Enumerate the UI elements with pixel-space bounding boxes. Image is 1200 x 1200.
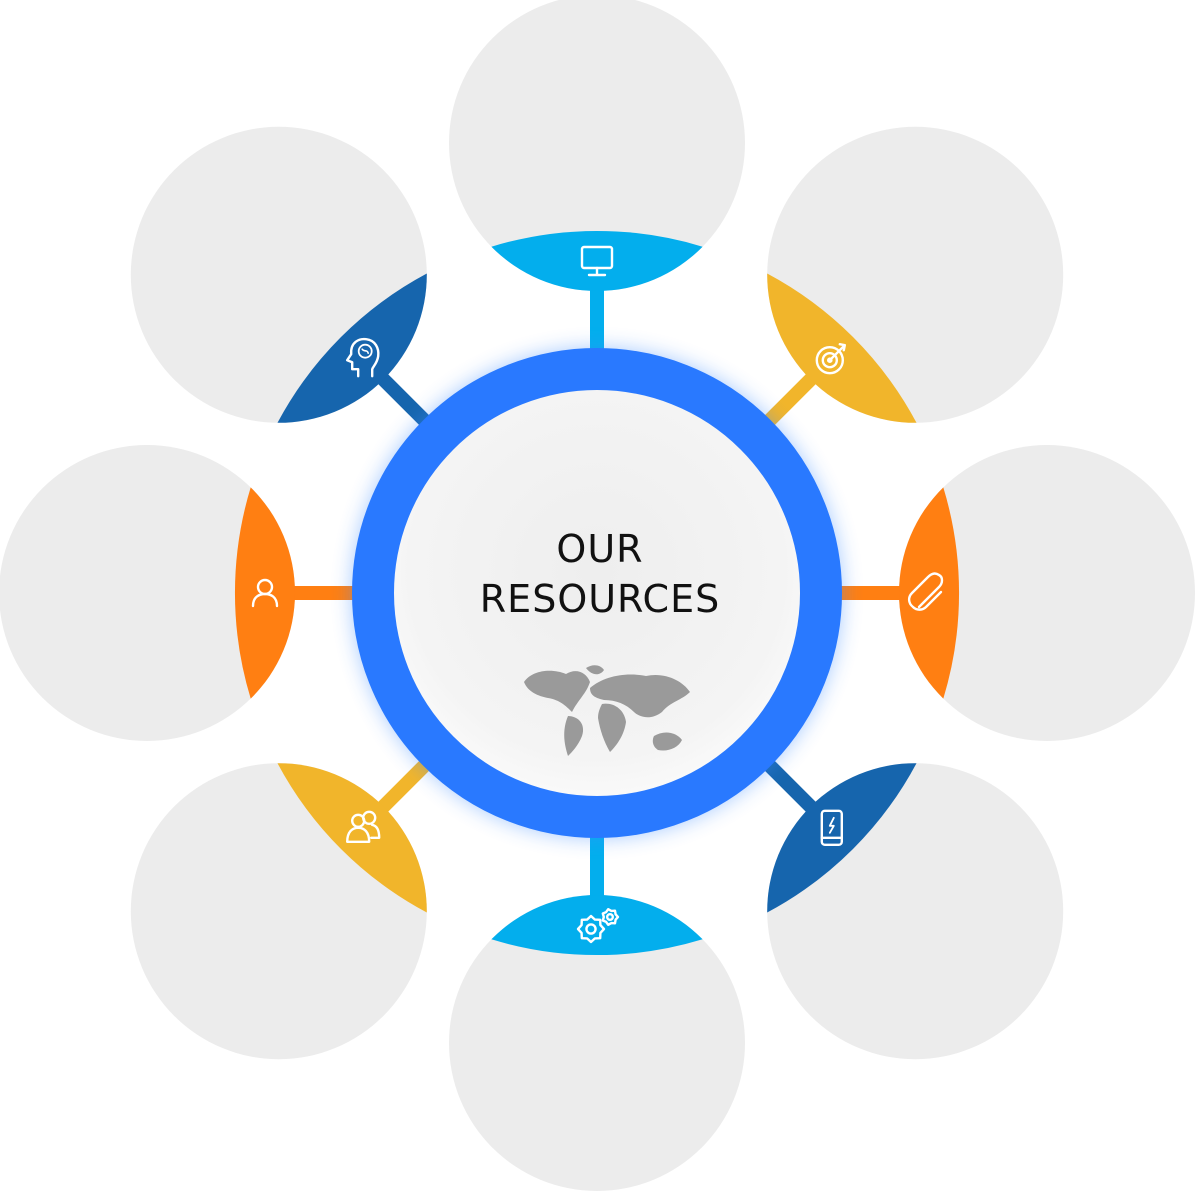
- cap-right[interactable]: [898, 487, 960, 699]
- cap-shape-top: [491, 230, 703, 292]
- cap-left[interactable]: [234, 487, 296, 699]
- cap-shape-right: [898, 487, 960, 699]
- hub-title-line-2: RESOURCES: [479, 577, 721, 621]
- users-icon: [346, 810, 381, 843]
- bubble-bottom: [449, 895, 745, 1191]
- hub-ring: [352, 348, 842, 838]
- cap-shape-bottom-left: [277, 763, 427, 913]
- cap-top-right[interactable]: [767, 273, 917, 423]
- paperclip-icon: [907, 572, 944, 611]
- cap-bottom-left[interactable]: [277, 763, 427, 913]
- smartphone-icon: [820, 809, 843, 846]
- cap-bottom-right[interactable]: [767, 763, 917, 913]
- hub-title-line-1: OUR: [556, 527, 644, 571]
- hub-disc: [375, 371, 819, 815]
- cap-layer: [234, 230, 960, 956]
- gears-icon: [576, 908, 620, 944]
- monitor-icon: [580, 245, 614, 277]
- bubble-right: [899, 445, 1195, 741]
- user-icon: [251, 578, 279, 608]
- brain-head-icon: [346, 337, 380, 378]
- cap-top-left[interactable]: [277, 273, 427, 423]
- cap-shape-bottom: [491, 894, 703, 956]
- bubble-left: [0, 445, 295, 741]
- bubble-top: [449, 0, 745, 291]
- world-map-icon: [524, 665, 690, 756]
- central-hub: [352, 348, 842, 838]
- target-icon: [815, 343, 846, 375]
- cap-top[interactable]: [491, 230, 703, 292]
- cap-bottom[interactable]: [491, 894, 703, 956]
